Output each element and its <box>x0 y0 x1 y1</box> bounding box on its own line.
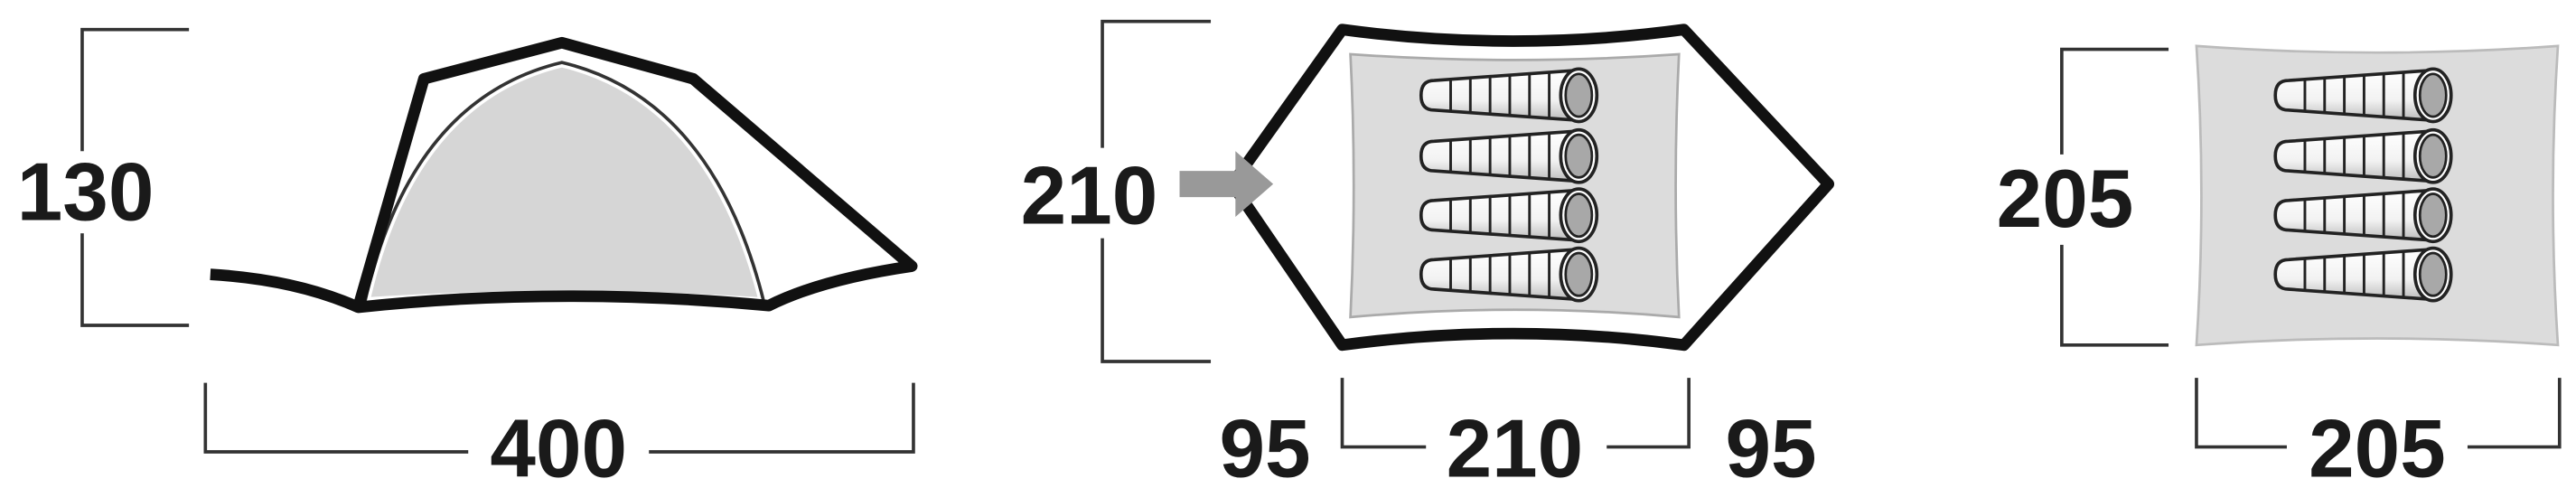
length-label: 400 <box>490 403 627 488</box>
side-view: 130 400 <box>17 27 918 488</box>
tent-side-outline <box>210 36 918 314</box>
top-view: 210 95 210 95 <box>1002 19 1835 488</box>
inner-width-label: 205 <box>1997 154 2134 245</box>
inner-length-label: 205 <box>2309 403 2446 488</box>
vestibule-right-label: 95 <box>1725 403 1816 488</box>
entrance-arrow-icon <box>1179 151 1274 217</box>
inner-tent-arch-outline <box>362 61 766 303</box>
inner-tent-arch <box>358 57 771 308</box>
vestibule-left-label: 95 <box>1219 403 1310 488</box>
inner-tent-view: 205 205 <box>1979 44 2562 488</box>
width-label: 210 <box>1021 150 1158 241</box>
tent-top-outline <box>1226 23 1835 352</box>
height-label: 130 <box>17 147 155 239</box>
inner-length-label: 210 <box>1447 403 1584 488</box>
inner-floor <box>1349 52 1681 319</box>
